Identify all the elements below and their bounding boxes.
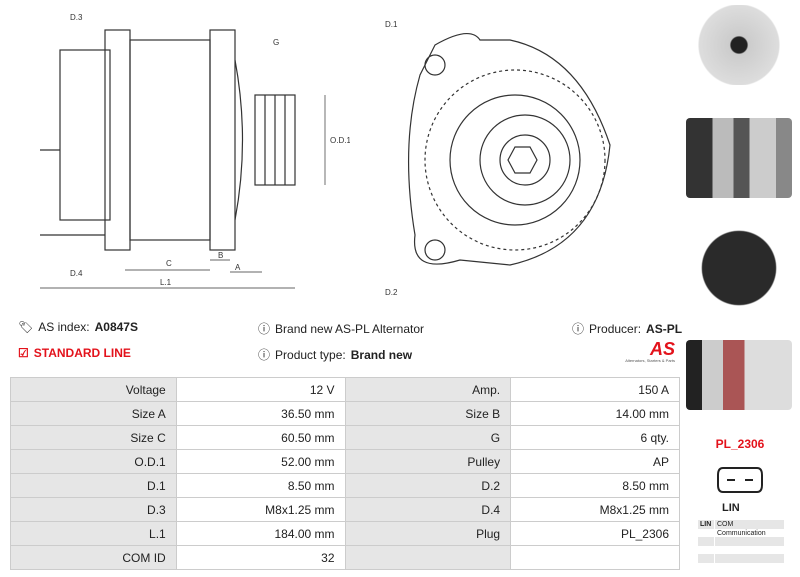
spec-label: Pulley (344, 449, 512, 474)
label-g: G (273, 38, 279, 47)
spec-label: D.2 (344, 473, 512, 498)
spec-value: 32 (175, 545, 346, 570)
plug-type: LIN (722, 502, 740, 514)
pin-function (715, 537, 784, 546)
as-logo: AS Alternators, Starters & Parts (625, 339, 675, 363)
product-photo-rear (686, 228, 792, 308)
label-b: B (218, 251, 223, 260)
spec-value: 8.50 mm (510, 473, 680, 498)
spec-value: 150 A (510, 377, 680, 402)
label-c: C (166, 259, 172, 268)
pin-function: COM Communication (715, 520, 784, 537)
spec-label: Size B (344, 401, 512, 426)
spec-value: 14.00 mm (510, 401, 680, 426)
spec-label: Voltage (10, 377, 177, 402)
product-photo-angle (686, 340, 792, 410)
label-d1: D.1 (385, 20, 398, 29)
spec-label: Amp. (344, 377, 512, 402)
spec-label: G (344, 425, 512, 450)
standard-line-badge: ☑STANDARD LINE (18, 346, 131, 360)
spec-value: 36.50 mm (175, 401, 346, 426)
spec-value: 52.00 mm (175, 449, 346, 474)
info-icon: ⓘ (572, 322, 585, 336)
pin-name: LIN (698, 520, 714, 529)
spec-value: M8x1.25 mm (510, 497, 680, 522)
label-d3: D.3 (70, 13, 83, 22)
side-view-drawing: D.3 G O.D.1 D.4 C B A L.1 (40, 13, 350, 289)
spec-label: O.D.1 (10, 449, 177, 474)
spec-label: Size C (10, 425, 177, 450)
product-photo-side (686, 118, 792, 198)
product-photo-front (686, 5, 792, 85)
label-a: A (235, 263, 241, 272)
tag-icon: 🏷 (18, 320, 34, 334)
spec-value: 8.50 mm (175, 473, 346, 498)
spec-value: 184.00 mm (175, 521, 346, 546)
spec-value: M8x1.25 mm (175, 497, 346, 522)
label-d2: D.2 (385, 288, 398, 297)
spec-label: D.4 (344, 497, 512, 522)
pin-name (698, 554, 714, 563)
label-l1: L.1 (160, 278, 172, 287)
plug-icon (717, 467, 763, 493)
plug-code: PL_2306 (715, 437, 765, 451)
label-od1: O.D.1 (330, 136, 350, 145)
spec-value: PL_2306 (510, 521, 680, 546)
checkbox-icon: ☑ (18, 346, 29, 360)
spec-value: AP (510, 449, 680, 474)
spec-value (510, 545, 680, 570)
spec-label: COM ID (10, 545, 177, 570)
label-d4: D.4 (70, 269, 83, 278)
spec-label: D.3 (10, 497, 177, 522)
spec-value: 6 qty. (510, 425, 680, 450)
pin-name (698, 537, 714, 546)
spec-label: Size A (10, 401, 177, 426)
spec-label: L.1 (10, 521, 177, 546)
pin-function (715, 554, 784, 563)
info-icon: ⓘ (258, 322, 271, 336)
spec-label: D.1 (10, 473, 177, 498)
spec-label (344, 545, 512, 570)
info-icon: ⓘ (258, 348, 271, 362)
as-index: 🏷AS index:A0847S (18, 320, 138, 334)
front-view-drawing: D.1 D.2 (385, 20, 611, 297)
spec-value: 60.50 mm (175, 425, 346, 450)
pin-row (698, 554, 784, 563)
spec-label: Plug (344, 521, 512, 546)
spec-value: 12 V (175, 377, 346, 402)
pin-row (698, 537, 784, 546)
